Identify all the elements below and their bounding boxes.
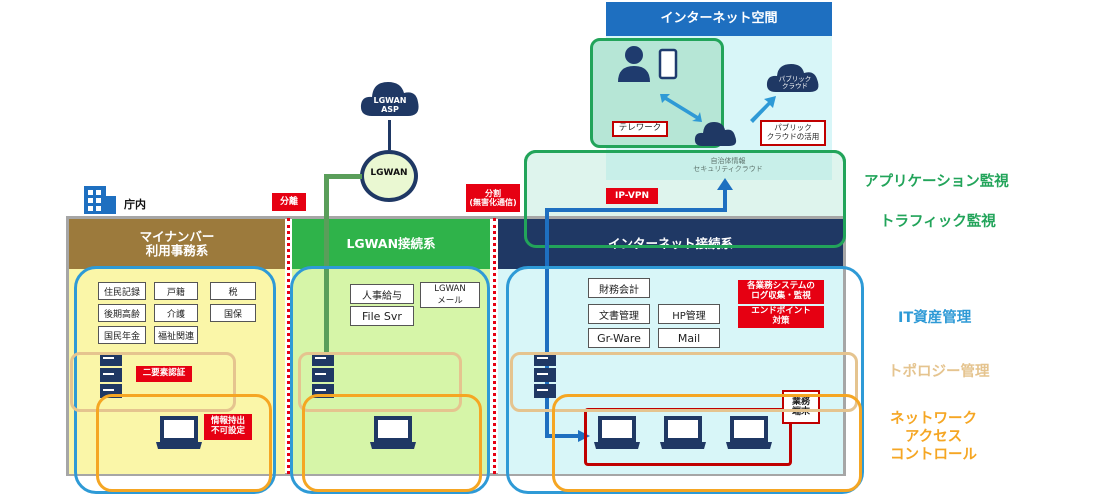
app-kouki: 後期高齢 — [98, 304, 146, 322]
it-asset-ring — [290, 266, 490, 494]
log-collect-label: 各業務システムの ログ収集・監視 — [738, 280, 824, 304]
telework-label: テレワーク — [612, 121, 668, 137]
public-cloud-label: パブリック クラウド — [778, 75, 812, 91]
laptop-icon — [156, 416, 202, 449]
app-mail: Mail — [658, 328, 720, 348]
laptop-icon — [370, 416, 416, 449]
app-zei: 税 — [210, 282, 256, 300]
laptop-icon — [660, 416, 706, 449]
ipvpn-label: IP-VPN — [606, 188, 658, 204]
lgwan-asp-link — [388, 120, 391, 150]
server-icon — [534, 352, 556, 398]
laptop-icon — [726, 416, 772, 449]
internet-space-title: インターネット空間 — [606, 2, 832, 36]
it-asset-ring — [74, 266, 276, 494]
app-fukushi: 福祉関連 — [154, 326, 198, 344]
app-traffic-monitor-overlay — [524, 150, 846, 248]
legend-app-monitor: アプリケーション監視 — [864, 174, 1009, 190]
mynumber-title: マイナンバー 利用事務系 — [69, 219, 285, 269]
double-arrow-icon — [660, 94, 702, 122]
lgwan-link-vertical — [324, 174, 329, 354]
vpn-line-bottom — [545, 434, 581, 438]
laptop-icon — [594, 416, 640, 449]
public-cloud-use-label: パブリック クラウドの活用 — [760, 120, 826, 146]
separator-bunri-label: 分離 — [272, 193, 306, 211]
up-arrow-icon — [750, 96, 776, 123]
endpoint-label: エンドポイント 対策 — [738, 306, 824, 328]
separator-1 — [287, 218, 290, 474]
user-icon — [618, 46, 678, 82]
app-kokuho: 国保 — [210, 304, 256, 322]
separator-2 — [493, 218, 496, 474]
legend-topology: トポロジー管理 — [888, 364, 990, 380]
lgwan-hub-label: LGWAN — [370, 168, 408, 178]
topology-ring — [510, 352, 858, 412]
nac-ring — [302, 394, 482, 492]
two-factor-label: 二要素認証 — [136, 366, 192, 382]
app-koseki: 戸籍 — [154, 282, 198, 300]
vpn-line-top — [545, 208, 727, 212]
app-bunsho: 文書管理 — [588, 304, 650, 324]
app-kaigo: 介護 — [154, 304, 198, 322]
security-cloud-label: 自治体情報 セキュリティクラウド — [693, 157, 763, 174]
legend-nac: ネットワーク アクセス コントロール — [890, 411, 977, 464]
public-cloud-icon — [766, 64, 819, 92]
office-frame — [66, 216, 846, 476]
office-label: 庁内 — [124, 198, 146, 211]
no-export-label: 情報持出 不可設定 — [204, 414, 252, 440]
app-grware: Gr-Ware — [588, 328, 650, 348]
lgwan-asp-cloud-icon — [360, 82, 419, 116]
vpn-arrow-up-icon — [717, 178, 733, 190]
vpn-line-up — [723, 186, 727, 212]
topology-ring — [70, 352, 236, 412]
security-cloud-icon — [694, 122, 737, 146]
building-icon — [84, 186, 116, 214]
topology-ring — [298, 352, 462, 412]
nac-ring — [552, 394, 862, 492]
legend-it-asset: IT資産管理 — [898, 310, 972, 326]
lgwan-asp-label: LGWAN ASP — [373, 96, 407, 115]
app-filesvr: File Svr — [350, 306, 414, 326]
vpn-line-vertical — [545, 208, 549, 438]
it-asset-ring — [506, 266, 864, 494]
lgwan-hub — [360, 150, 418, 202]
app-zaimu: 財務会計 — [588, 278, 650, 298]
app-jinji: 人事給与 — [350, 284, 414, 304]
separator-bunkatsu-label: 分割 (無害化通信) — [466, 184, 520, 212]
app-juminkiroku: 住民記録 — [98, 282, 146, 300]
app-hp: HP管理 — [658, 304, 720, 324]
lgwan-link-horizontal — [324, 174, 362, 179]
nac-ring — [96, 394, 272, 492]
lgwan-title: LGWAN接続系 — [292, 219, 490, 269]
app-kokuminnenkin: 国民年金 — [98, 326, 146, 344]
legend-traffic-monitor: トラフィック監視 — [880, 214, 996, 230]
